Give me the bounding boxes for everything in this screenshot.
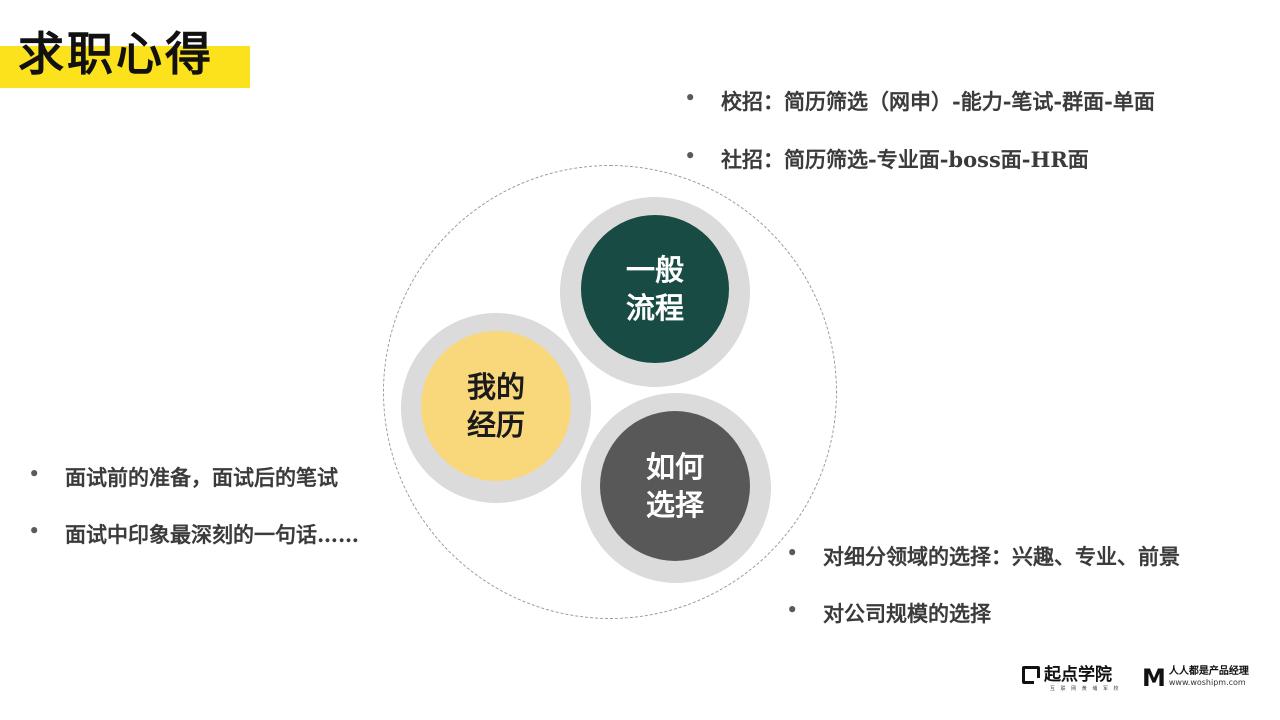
list-item: 对细分领域的选择：兴趣、专业、前景 [786,541,1180,598]
woshipm-url: www.woshipm.com [1168,678,1246,687]
my-experience-circle: 我的 经历 [421,331,571,481]
qidian-mark-icon [1022,666,1041,685]
list-item: 校招：简历筛选（网申）-能力-笔试-群面-单面 [684,86,1155,144]
woshipm-logo: M 人人都是产品经理 www.woshipm.com [1142,666,1249,690]
my-experience-label-line1: 我的 [466,370,525,404]
how-to-choose-node: 如何 选择 [581,393,771,583]
my-experience-list: 面试前的准备，面试后的笔试 面试中印象最深刻的一句话…… [28,462,359,576]
general-process-label-line1: 一般 [625,253,684,287]
page-title: 求职心得 [18,27,214,81]
woshipm-mark-icon: M [1142,664,1166,692]
how-to-choose-label-line1: 如何 [645,450,704,484]
footer-logos: 起点学院 互 联 网 黄 埔 军 校 M 人人都是产品经理 www.woship… [1022,666,1262,694]
qidian-logo: 起点学院 [1022,665,1112,685]
how-to-choose-label-line2: 选择 [645,488,704,522]
general-process-label-line2: 流程 [625,291,684,325]
qidian-tagline: 互 联 网 黄 埔 军 校 [1050,686,1121,692]
qidian-logo-text: 起点学院 [1044,665,1112,685]
woshipm-logo-text: 人人都是产品经理 [1168,666,1249,677]
how-to-choose-list: 对细分领域的选择：兴趣、专业、前景 对公司规模的选择 [786,541,1180,655]
title-highlight [0,46,250,88]
list-item: 对公司规模的选择 [786,598,1180,655]
general-process-node: 一般 流程 [560,197,750,387]
list-item: 面试中印象最深刻的一句话…… [28,519,359,576]
general-process-circle: 一般 流程 [581,215,729,363]
list-item: 社招：简历筛选-专业面-boss面-HR面 [684,144,1155,202]
outer-dashed-circle [383,165,837,619]
my-experience-node: 我的 经历 [401,313,591,503]
how-to-choose-circle: 如何 选择 [600,411,750,561]
general-process-list: 校招：简历筛选（网申）-能力-笔试-群面-单面 社招：简历筛选-专业面-boss… [684,86,1155,202]
list-item: 面试前的准备，面试后的笔试 [28,462,359,519]
my-experience-label-line2: 经历 [466,408,525,442]
